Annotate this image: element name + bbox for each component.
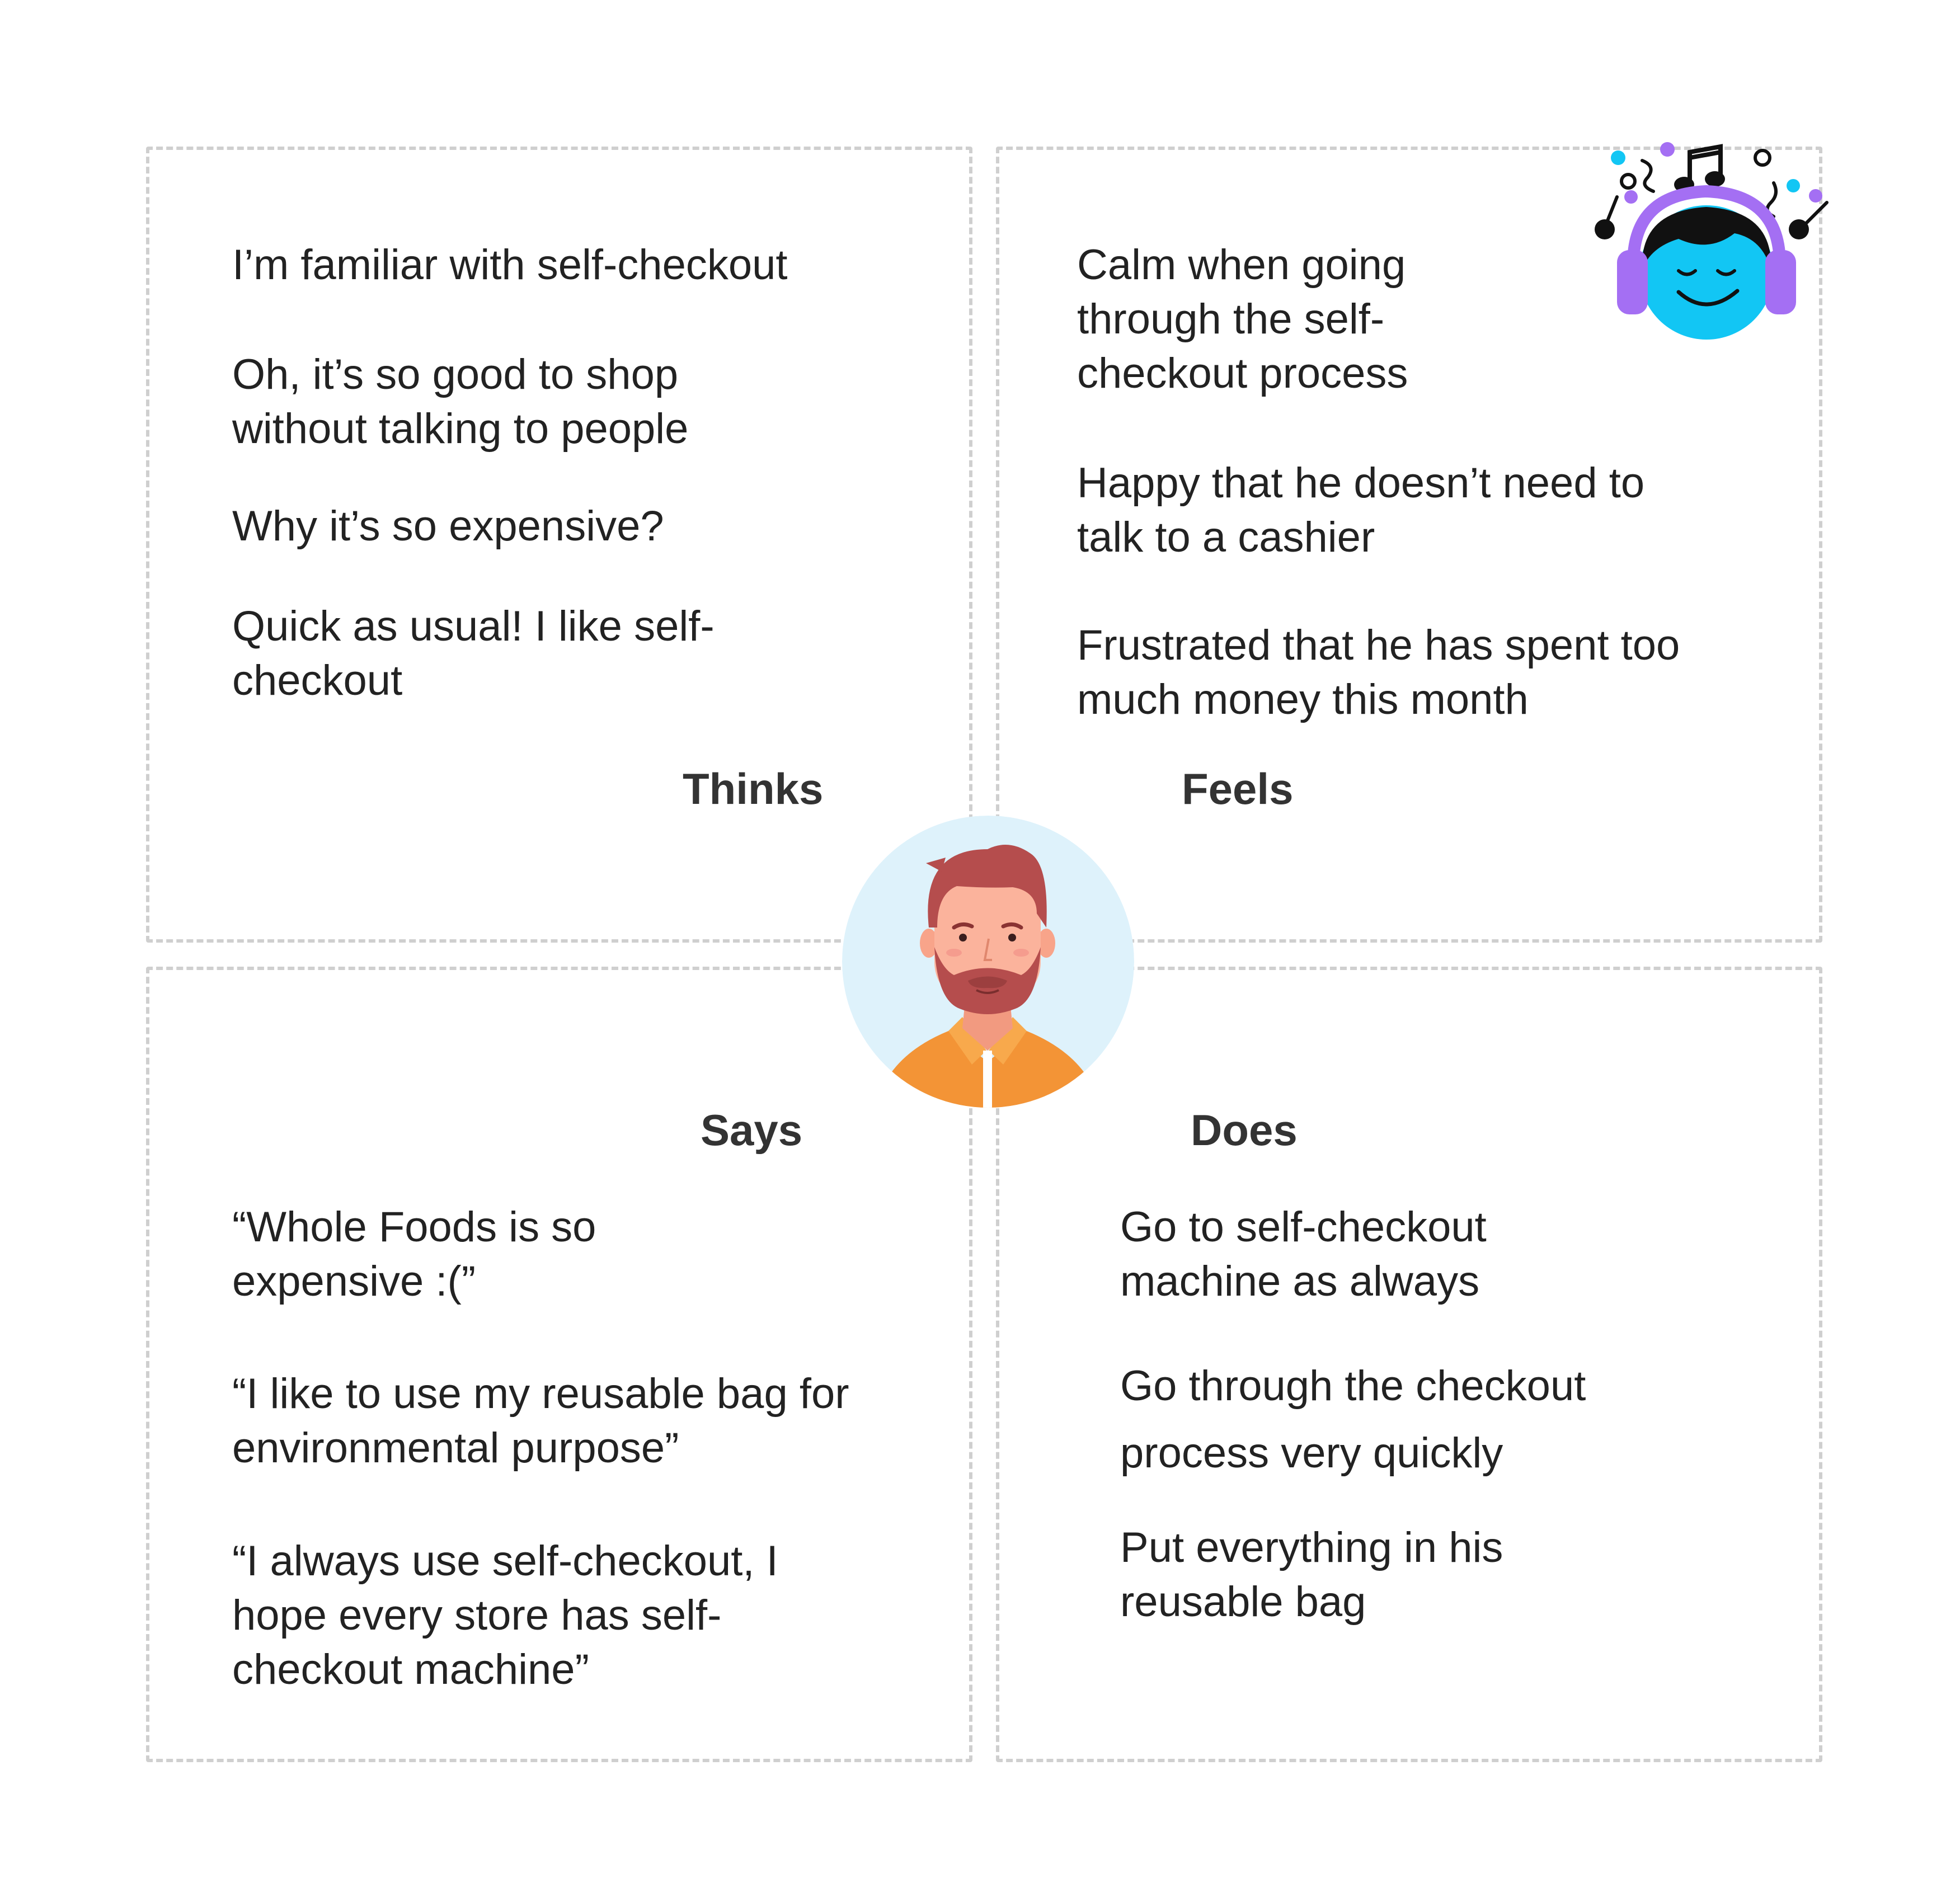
thinks-item: Quick as usual! I like self-checkout	[232, 602, 715, 704]
thinks-label: Thinks	[683, 764, 824, 813]
says-quadrant	[146, 967, 972, 1762]
thinks-item: I’m familiar with self-checkout	[232, 241, 788, 289]
thinks-item: Why it’s so expensive?	[232, 502, 664, 550]
feels-label: Feels	[1182, 764, 1294, 813]
headphones-music-icon	[1595, 142, 1829, 340]
thinks-quadrant	[146, 147, 972, 943]
persona-avatar	[842, 816, 1134, 1108]
says-label: Says	[701, 1105, 803, 1155]
does-label: Does	[1191, 1105, 1298, 1155]
does-quadrant	[996, 967, 1822, 1762]
